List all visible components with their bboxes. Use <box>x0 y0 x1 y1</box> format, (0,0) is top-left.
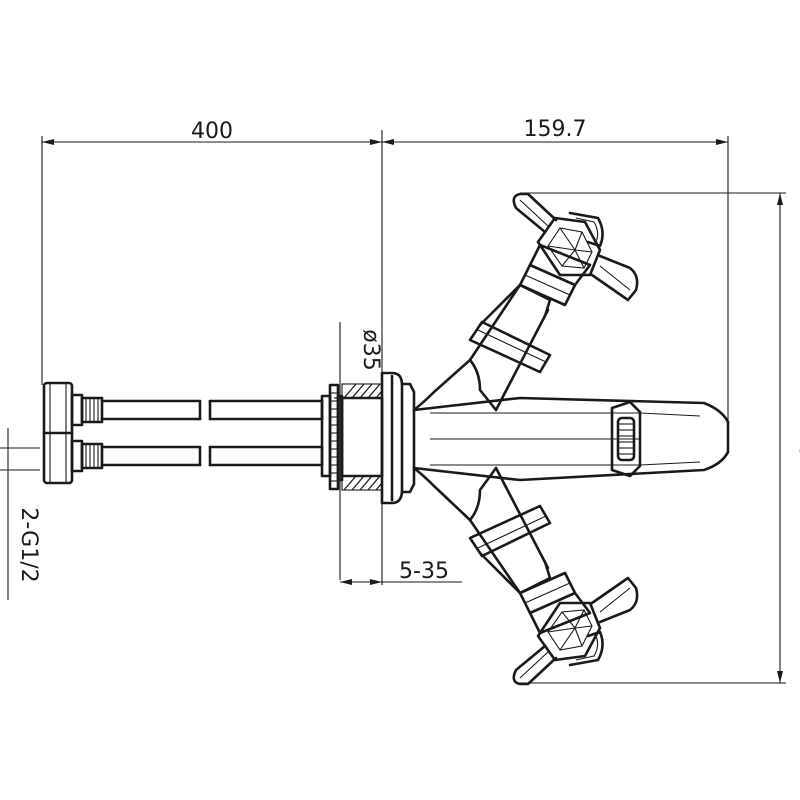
dim-connection-thread: 2-G1/2 <box>16 507 41 582</box>
lower-cross-handle <box>512 576 639 686</box>
faucet-body <box>380 358 730 522</box>
dimension-lines <box>0 130 786 684</box>
dim-body-length: 159.7 <box>524 117 587 142</box>
lower-valve-arm <box>468 466 592 635</box>
dim-hole-diameter: ø35 <box>358 329 383 370</box>
dim-hose-length: 400 <box>191 119 233 144</box>
mounting-assembly <box>320 383 384 491</box>
upper-valve-arm <box>468 243 592 412</box>
dim-overall-height: 225 <box>794 417 800 459</box>
upper-cross-handle <box>512 192 639 302</box>
dim-deck-thickness: 5-35 <box>399 559 449 584</box>
flexible-hoses <box>100 399 324 467</box>
hose-nuts <box>42 381 104 485</box>
